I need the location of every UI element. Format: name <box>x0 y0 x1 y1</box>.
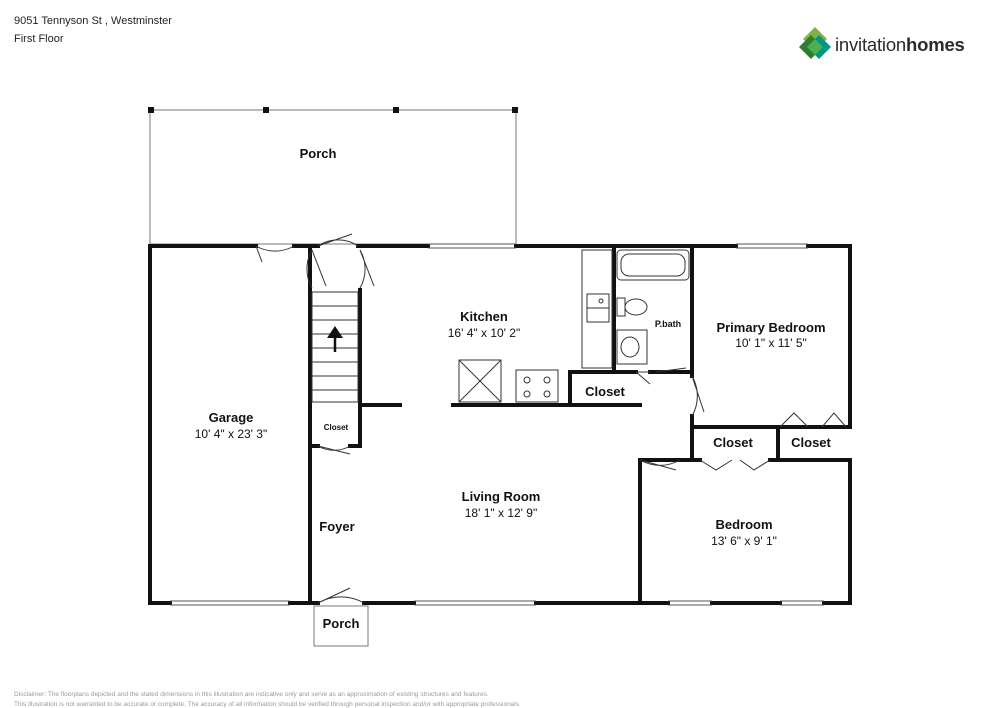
stair-closet-label: Closet <box>324 423 349 432</box>
kitchen-fixtures <box>458 249 613 403</box>
walls <box>148 244 852 605</box>
disclaimer-line-2: This illustration is not warranted to be… <box>14 701 521 708</box>
kitchen-label: Kitchen <box>460 309 508 324</box>
porch-bottom-outline <box>313 605 369 647</box>
primary-bedroom-dimensions: 10' 1" x 11' 5" <box>735 336 807 350</box>
porch-bottom-label: Porch <box>323 616 360 631</box>
bedroom-dimensions: 13' 6" x 9' 1" <box>711 534 777 548</box>
doors <box>255 233 847 604</box>
bedroom-label: Bedroom <box>715 517 772 532</box>
property-address: 9051 Tennyson St , Westminster <box>14 15 172 27</box>
foyer-label: Foyer <box>319 519 354 534</box>
garage-dimensions: 10' 4" x 23' 3" <box>195 427 267 441</box>
bedroom-closet-1-label: Closet <box>713 435 753 450</box>
porch-top-label: Porch <box>300 146 337 161</box>
floor-label: First Floor <box>14 33 64 45</box>
living-room-dimensions: 18' 1" x 12' 9" <box>465 506 537 520</box>
bath-fixtures <box>616 249 690 365</box>
garage-label: Garage <box>209 410 254 425</box>
bedroom-closet-2-label: Closet <box>791 435 831 450</box>
kitchen-dimensions: 16' 4" x 10' 2" <box>448 326 520 340</box>
brand-logo: invitationhomes <box>797 25 982 65</box>
kitchen-closet-label: Closet <box>585 384 625 399</box>
primary-bedroom-label: Primary Bedroom <box>716 320 825 335</box>
porch-top-outline <box>148 107 518 245</box>
pbath-label: P.bath <box>655 319 681 329</box>
disclaimer-line-1: Disclaimer: The floorplans depicted and … <box>14 691 489 698</box>
stair-arrow-up-icon <box>327 326 343 352</box>
windows <box>170 243 824 606</box>
brand-name: invitationhomes <box>835 34 965 56</box>
brand-name-part1: invitation <box>835 34 907 55</box>
brand-name-part2: homes <box>906 34 965 55</box>
brand-logo-mark-icon <box>799 27 831 59</box>
living-room-label: Living Room <box>462 489 541 504</box>
